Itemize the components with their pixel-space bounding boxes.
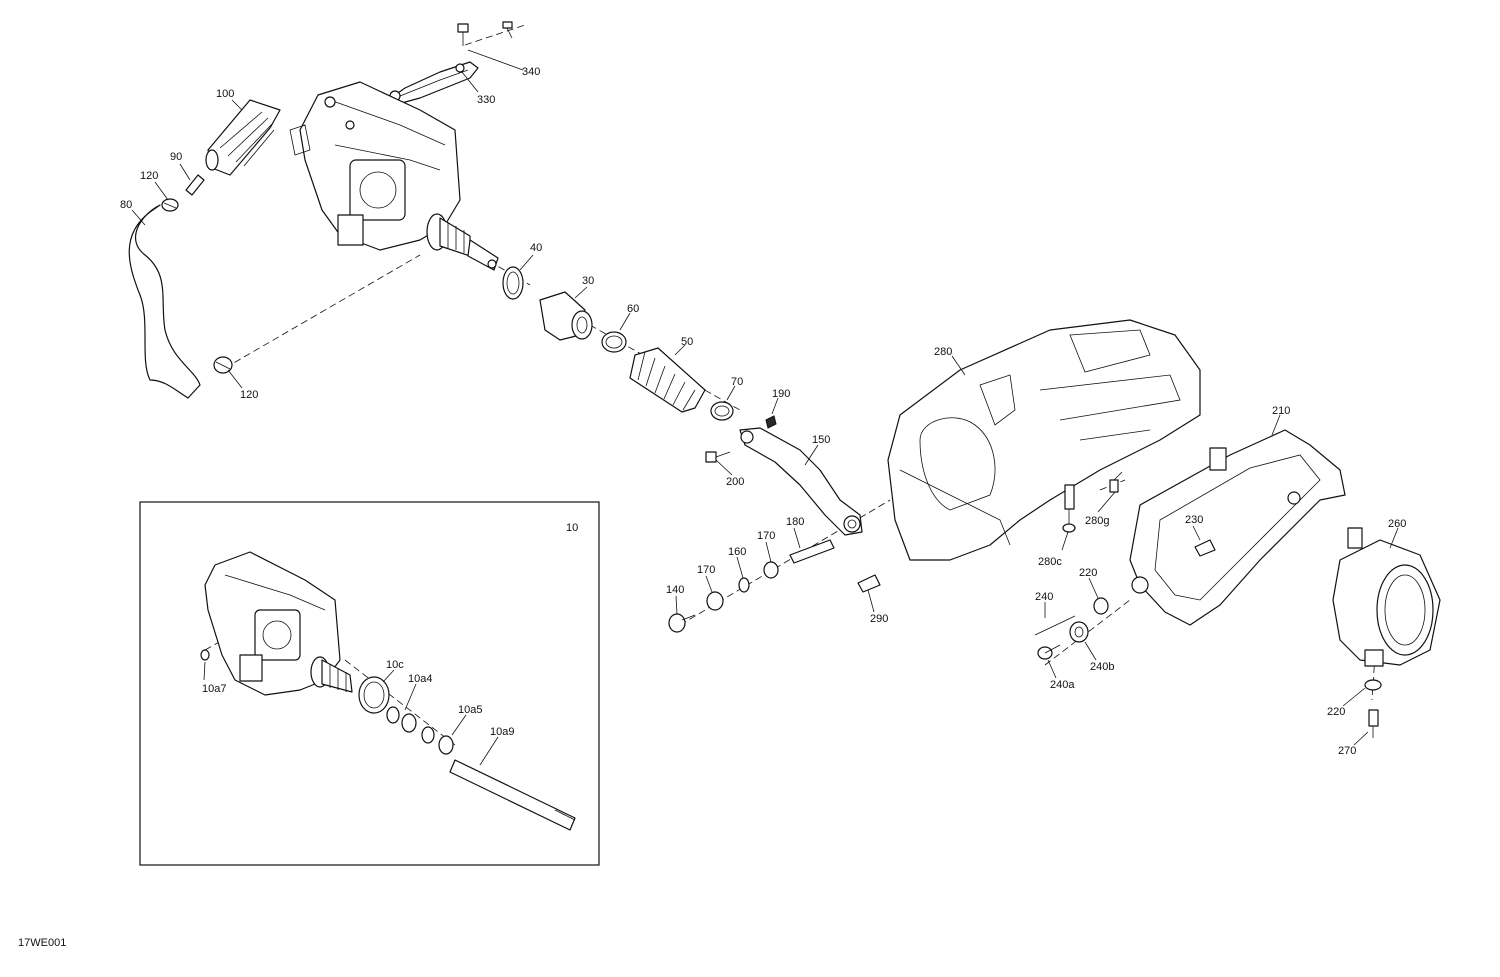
washer-170-a [763, 561, 779, 579]
callout-220-lower: 220 [1327, 706, 1345, 718]
inset-label: 10 [566, 522, 578, 534]
callout-120-bottom: 120 [240, 389, 258, 401]
callout-labels: 340 330 100 90 120 80 120 40 30 60 50 70… [120, 66, 1406, 757]
cover-280 [887, 319, 1201, 561]
callout-280c: 280c [1038, 556, 1062, 568]
callout-160: 160 [728, 546, 746, 558]
callout-150: 150 [812, 434, 830, 446]
callout-260: 260 [1388, 518, 1406, 530]
callout-330: 330 [477, 94, 495, 106]
inset-callout-10a9: 10a9 [490, 726, 514, 738]
hose-80 [128, 204, 201, 399]
washer-170-b [706, 591, 724, 611]
callout-40: 40 [530, 242, 542, 254]
bellows-100 [205, 99, 281, 176]
inset-callout-10a7: 10a7 [202, 683, 226, 695]
inset-frame [139, 501, 600, 866]
callout-290: 290 [870, 613, 888, 625]
callout-100: 100 [216, 88, 234, 100]
inset-ring-10a7 [200, 649, 210, 661]
screw-230 [1194, 539, 1216, 557]
inset-actuator-housing [204, 551, 353, 696]
screw-340-b [502, 21, 513, 39]
leader-lines [131, 49, 1399, 746]
callout-30: 30 [582, 275, 594, 287]
inset-assembly-10: 10 [139, 501, 600, 866]
actuator-housing [289, 81, 461, 251]
inset-oring-10a5 [421, 726, 454, 755]
callout-240a: 240a [1050, 679, 1075, 691]
inset-callout-10a5: 10a5 [458, 704, 482, 716]
screw-240a [1037, 644, 1061, 660]
clamp-120-bottom [213, 356, 233, 374]
callout-240: 240 [1035, 591, 1053, 603]
screw-270 [1368, 709, 1379, 738]
throttle-body-260 [1332, 527, 1441, 667]
callout-210: 210 [1272, 405, 1290, 417]
screw-290 [857, 574, 881, 593]
boot-50 [629, 347, 706, 413]
washer-220-upper [1093, 597, 1109, 615]
callout-230: 230 [1185, 514, 1203, 526]
inset-shaft-10a9 [449, 759, 576, 831]
pin-200 [705, 451, 731, 463]
nut-240b [1069, 621, 1089, 643]
clamp-70 [710, 401, 734, 421]
drawing-code: 17WE001 [18, 937, 66, 949]
retainer-ring-40 [502, 266, 524, 300]
callout-50: 50 [681, 336, 693, 348]
callout-60: 60 [627, 303, 639, 315]
callout-340: 340 [522, 66, 540, 78]
callout-180: 180 [786, 516, 804, 528]
washer-220-lower [1364, 679, 1382, 691]
callout-80: 80 [120, 199, 132, 211]
clamp-120-top [161, 198, 179, 212]
callout-70: 70 [731, 376, 743, 388]
inset-oring-10a4 [386, 706, 417, 733]
ring-160 [738, 577, 750, 593]
nipple-90 [185, 174, 205, 196]
callout-220-upper: 220 [1079, 567, 1097, 579]
callout-280g: 280g [1085, 515, 1109, 527]
clamp-60 [601, 331, 627, 353]
pin-280c [1062, 484, 1076, 533]
bracket-330 [387, 61, 479, 105]
screw-140 [668, 613, 696, 633]
screw-340-a [457, 23, 469, 46]
inset-callout-10c: 10c [386, 659, 404, 671]
screw-190 [765, 415, 777, 429]
nut-30 [539, 291, 593, 341]
callout-120-top: 120 [140, 170, 158, 182]
bolt-280g [1109, 471, 1123, 493]
bracket-210 [1129, 429, 1346, 626]
bolt-180 [789, 539, 835, 564]
callout-170-b: 170 [697, 564, 715, 576]
callout-200: 200 [726, 476, 744, 488]
inset-washer-10c [358, 676, 390, 714]
callout-240b: 240b [1090, 661, 1114, 673]
callout-280: 280 [934, 346, 952, 358]
inset-callout-10a4: 10a4 [408, 673, 432, 685]
bracket-line-240 [1034, 615, 1076, 636]
actuator-shaft [426, 213, 499, 271]
lever-150 [739, 427, 863, 536]
callout-140: 140 [666, 584, 684, 596]
callout-190: 190 [772, 388, 790, 400]
callout-170-a: 170 [757, 530, 775, 542]
callout-270: 270 [1338, 745, 1356, 757]
callout-90: 90 [170, 151, 182, 163]
